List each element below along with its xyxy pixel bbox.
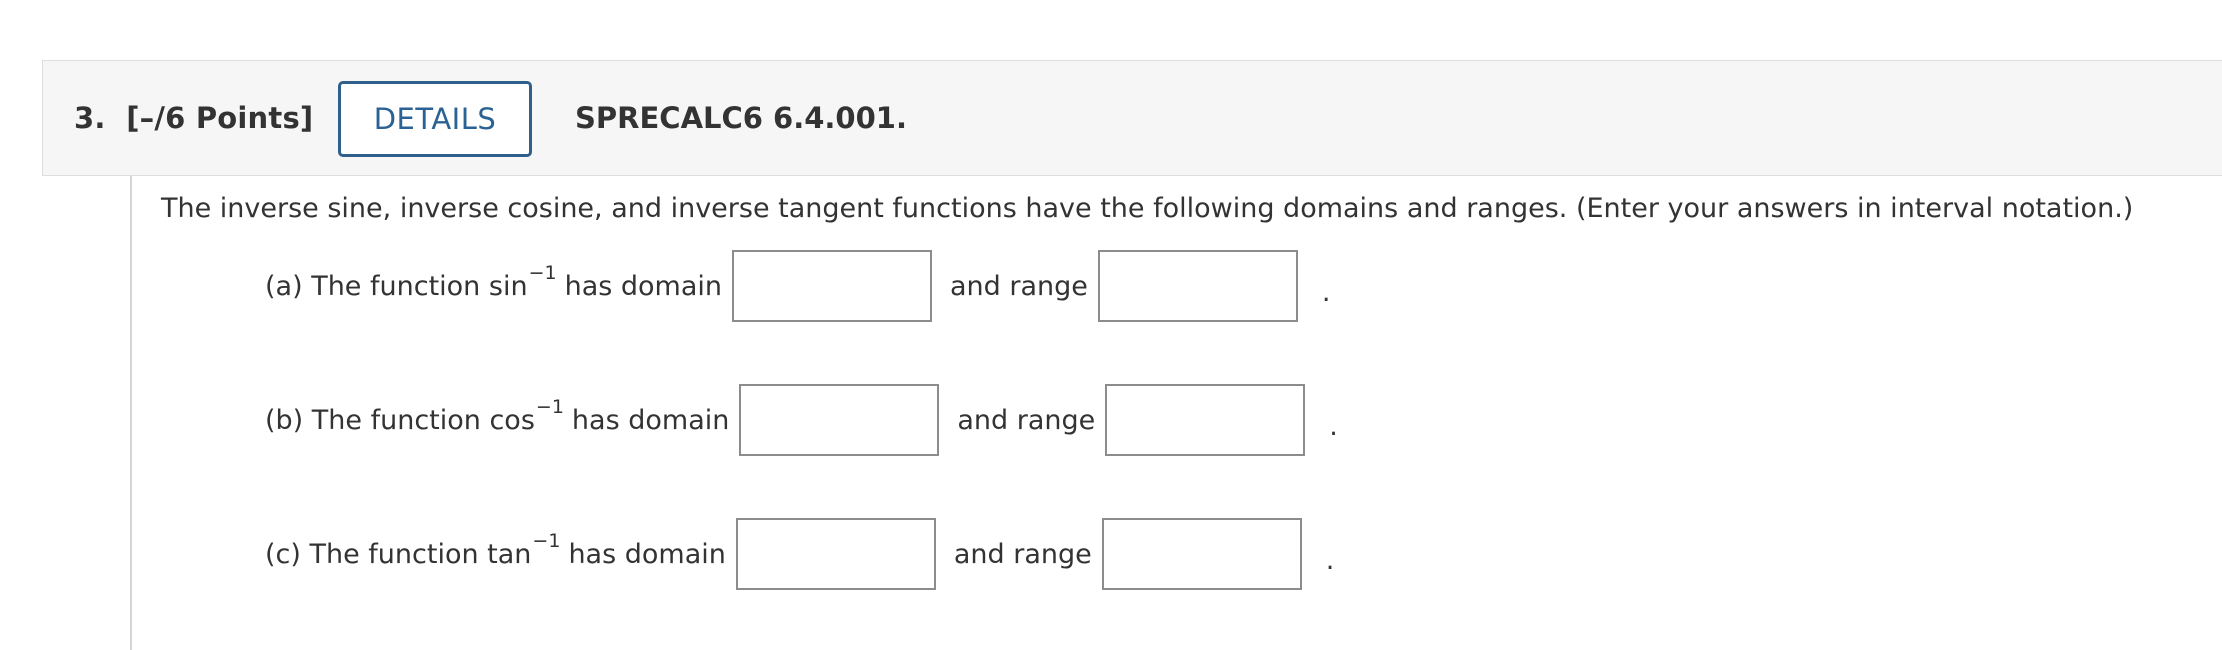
part-b-range-input[interactable] xyxy=(1105,384,1306,456)
problem-id: SPRECALC6 6.4.001. xyxy=(575,101,907,135)
part-a-domain-input[interactable] xyxy=(732,250,933,322)
question-number: 3. xyxy=(74,101,106,135)
part-b-row: (b) The function cos−1 has domain and ran… xyxy=(265,384,1338,456)
part-b-period: . xyxy=(1329,410,1338,442)
part-b-superscript: −1 xyxy=(535,396,564,418)
question-points: [–/6 Points] xyxy=(126,101,314,135)
part-c-domain-input[interactable] xyxy=(735,518,936,590)
question-header: 3. [–/6 Points] DETAILS SPRECALC6 6.4.00… xyxy=(42,60,2222,176)
question-number-points: 3. [–/6 Points] xyxy=(74,101,313,135)
question-body-divider xyxy=(130,176,132,650)
part-c-superscript: −1 xyxy=(532,530,561,552)
part-a-range-label: and range xyxy=(950,270,1088,302)
part-a-row: (a) The function sin−1 has domain and ran… xyxy=(265,250,1331,322)
question-intro-text: The inverse sine, inverse cosine, and in… xyxy=(161,193,2134,224)
part-c-domain-label: has domain xyxy=(568,538,726,570)
part-a-range-input[interactable] xyxy=(1097,250,1298,322)
part-a-prefix: (a) The function sin xyxy=(265,270,528,302)
part-c-range-label: and range xyxy=(953,538,1092,570)
part-a-period: . xyxy=(1321,276,1331,308)
part-b-range-label: and range xyxy=(957,404,1096,436)
part-c-period: . xyxy=(1325,544,1335,576)
part-b-domain-label: has domain xyxy=(571,404,730,436)
part-c-range-input[interactable] xyxy=(1101,518,1302,590)
part-c-prefix: (c) The function tan xyxy=(265,538,532,570)
part-b-domain-input[interactable] xyxy=(739,384,940,456)
part-c-row: (c) The function tan−1 has domain and ran… xyxy=(265,518,1334,590)
part-b-prefix: (b) The function cos xyxy=(265,404,535,436)
part-a-superscript: −1 xyxy=(528,262,557,284)
part-a-domain-label: has domain xyxy=(564,270,723,302)
details-button[interactable]: DETAILS xyxy=(338,81,532,157)
